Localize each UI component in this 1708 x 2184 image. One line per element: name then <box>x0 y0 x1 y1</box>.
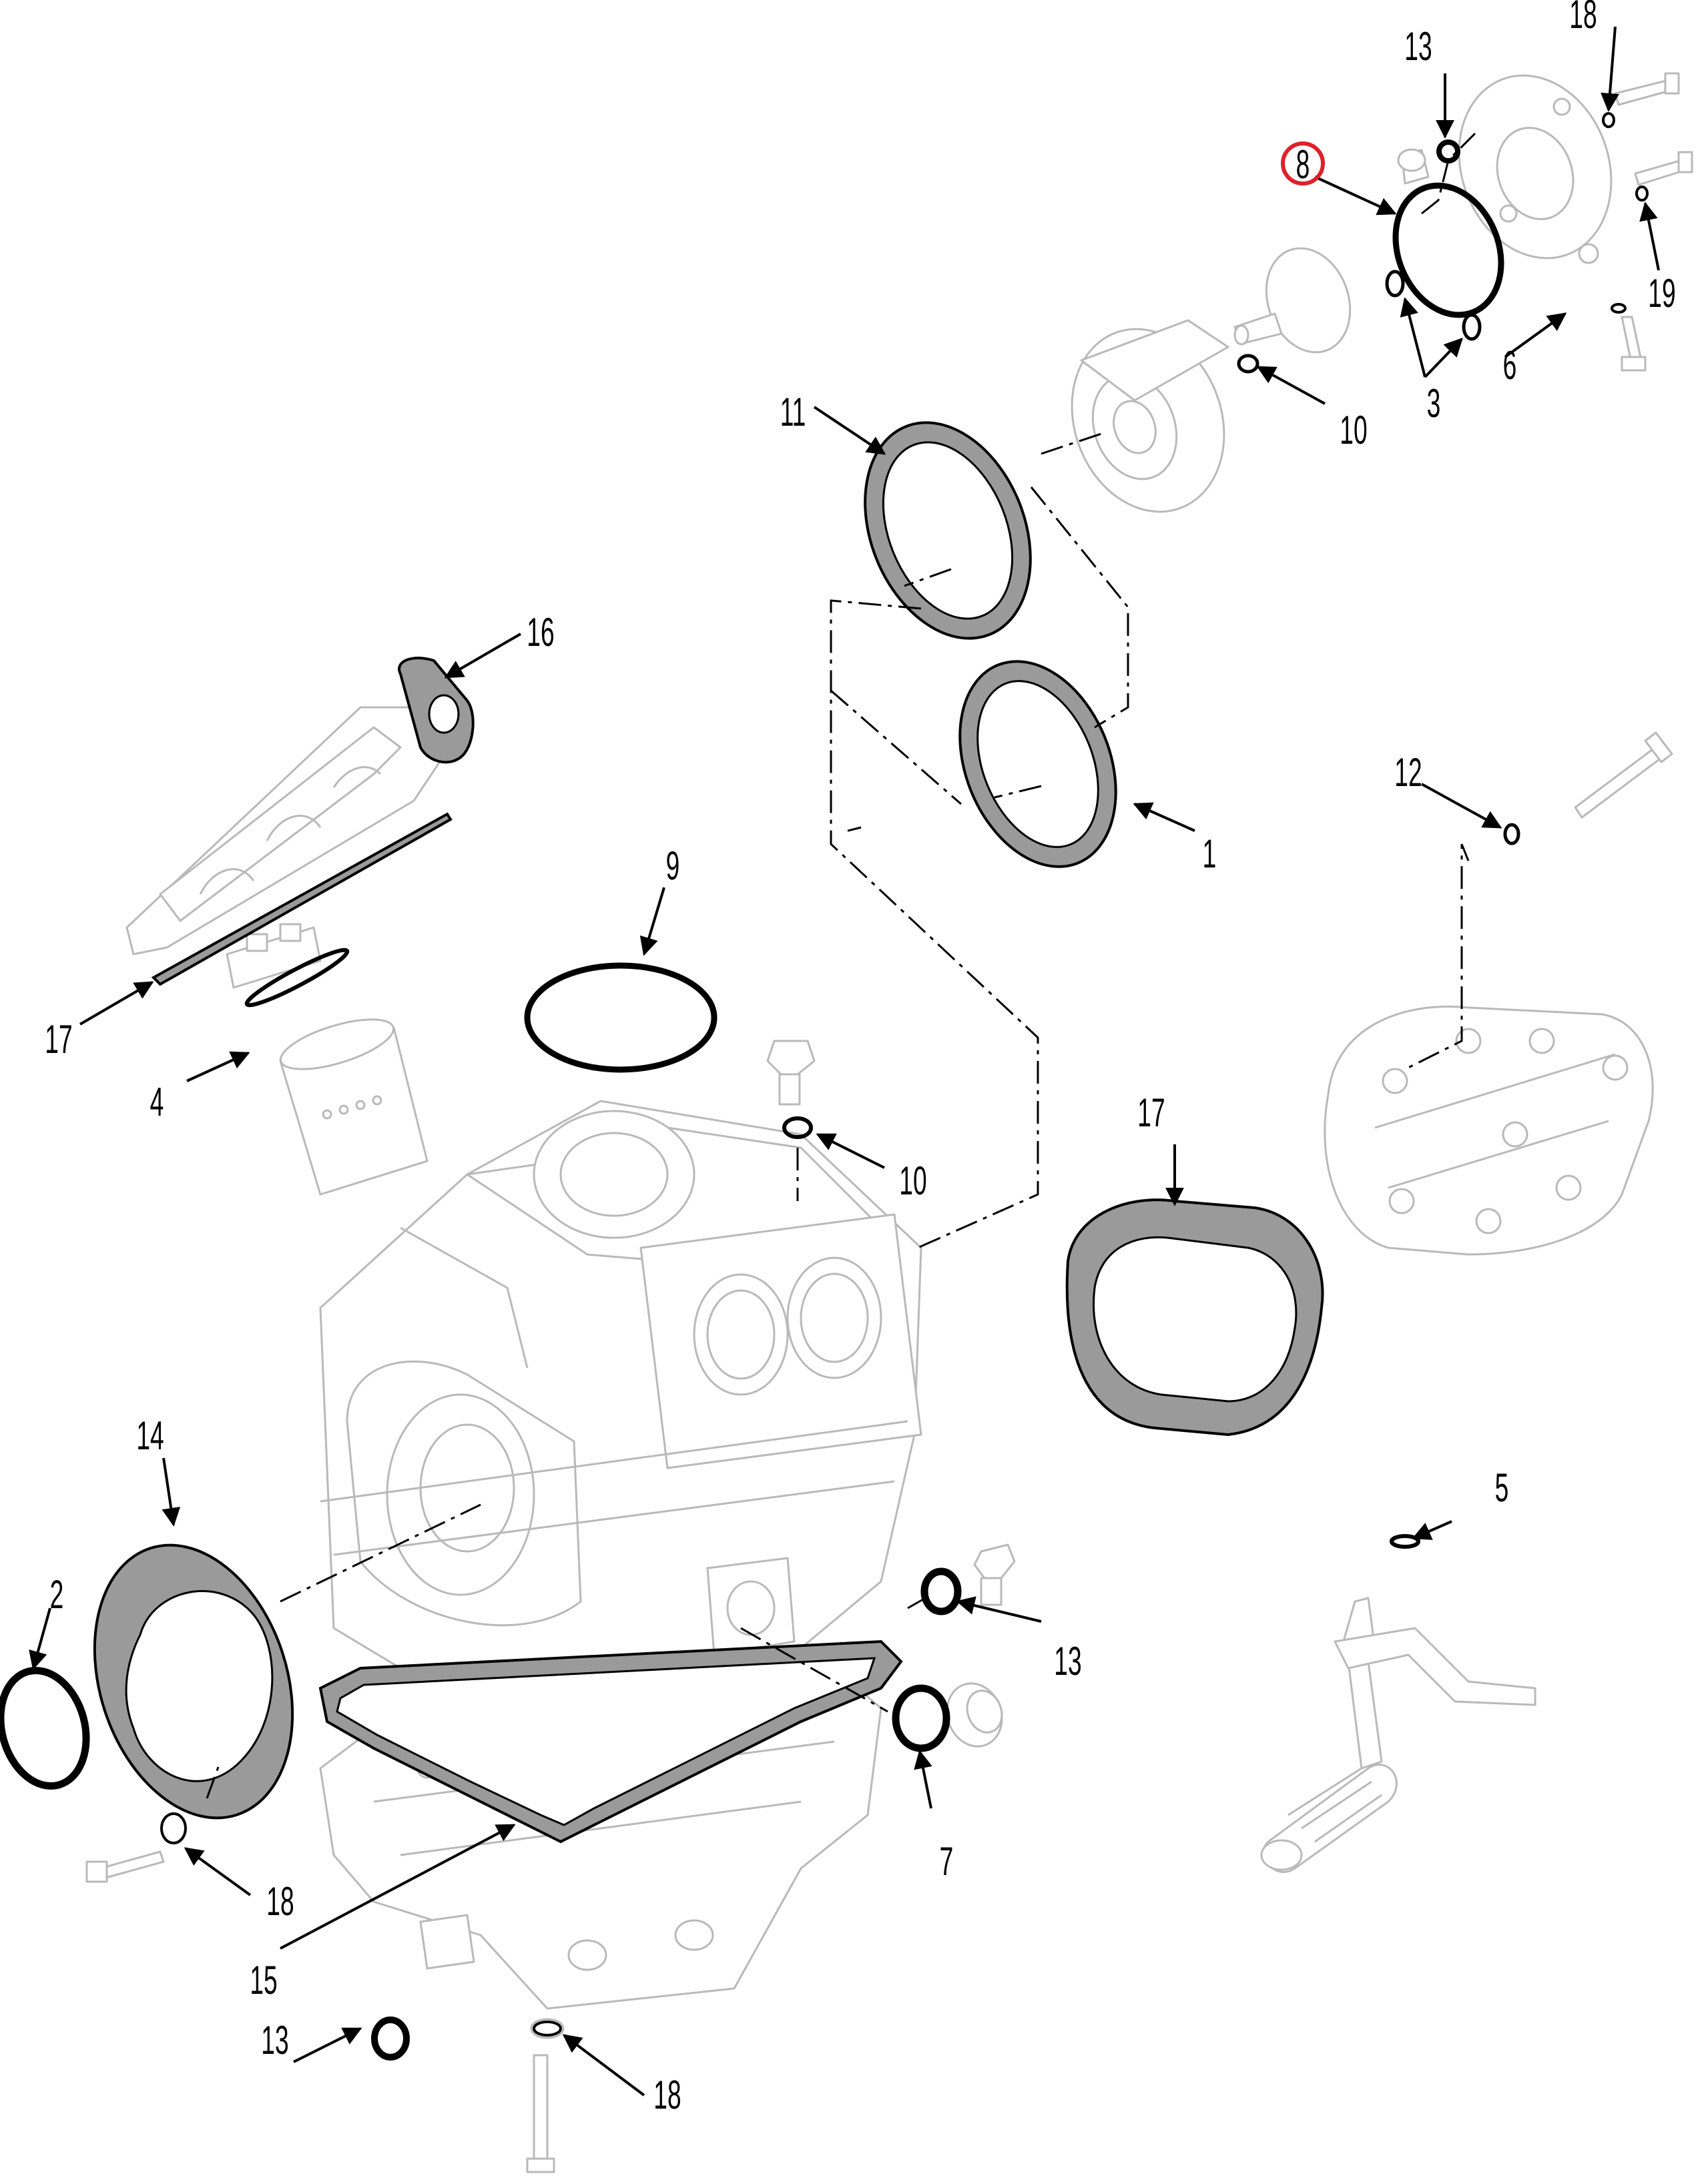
cylinder-liner <box>226 923 429 1196</box>
callout-17-valve: 17 <box>45 1017 72 1062</box>
callout-19: 19 <box>1648 271 1675 316</box>
callout-1: 1 <box>1203 831 1217 876</box>
gasket-17-head <box>1065 1198 1324 1437</box>
oil-pump-housing <box>1071 319 1229 513</box>
cylinder-head <box>1324 1006 1654 1256</box>
callout-16: 16 <box>527 610 554 655</box>
gasket-11 <box>864 421 1032 640</box>
callout-4: 4 <box>150 1080 164 1124</box>
fill-plug <box>973 1543 1016 1606</box>
crankcase-body <box>319 1100 922 1696</box>
callout-18-left: 18 <box>266 1879 294 1924</box>
callout-labels: 1 2 3 4 5 6 7 8 9 10 10 11 12 13 13 13 1… <box>45 0 1675 2117</box>
oil-pump-cover <box>1397 74 1613 264</box>
callout-13-top: 13 <box>1404 24 1432 69</box>
gasket-16 <box>398 657 475 764</box>
callout-10-center: 10 <box>899 1158 926 1203</box>
callout-18-top: 18 <box>1569 0 1597 37</box>
o-ring-9 <box>524 962 718 1073</box>
highlight-ring-callout-8 <box>1281 141 1325 186</box>
callout-9: 9 <box>666 843 680 888</box>
callout-7: 7 <box>940 1839 954 1884</box>
assembly-lines <box>206 132 1476 1799</box>
gasket-17-valve <box>151 812 453 986</box>
callout-6: 6 <box>1503 343 1517 388</box>
valve-plate <box>125 706 442 956</box>
callout-15: 15 <box>250 1958 277 2003</box>
callout-18-bottom: 18 <box>653 2073 681 2117</box>
drain-plug-center <box>766 1040 816 1106</box>
callout-13-right: 13 <box>1054 1639 1081 1684</box>
oil-strainer <box>1260 1597 1536 1873</box>
callout-12: 12 <box>1394 750 1422 795</box>
callout-8: 8 <box>1296 142 1310 187</box>
sight-plug <box>946 1682 1003 1748</box>
leader-arrows <box>29 26 1660 2097</box>
o-ring-4 <box>244 948 350 1008</box>
callout-5: 5 <box>1495 1465 1509 1510</box>
callout-11: 11 <box>780 390 806 434</box>
callout-17-head: 17 <box>1137 1090 1165 1135</box>
callout-2: 2 <box>50 1572 64 1617</box>
gasket-14 <box>93 1543 294 1820</box>
callout-14: 14 <box>136 1413 164 1458</box>
callout-3: 3 <box>1427 381 1441 426</box>
oil-pump-rotor <box>1233 247 1352 354</box>
o-ring-2 <box>0 1666 90 1790</box>
gasket-15 <box>318 1640 903 1844</box>
callout-10-upper: 10 <box>1340 408 1367 452</box>
gasket-1 <box>958 660 1117 868</box>
o-ring-8 <box>1392 182 1504 318</box>
callout-13-bottom: 13 <box>261 2018 288 2063</box>
